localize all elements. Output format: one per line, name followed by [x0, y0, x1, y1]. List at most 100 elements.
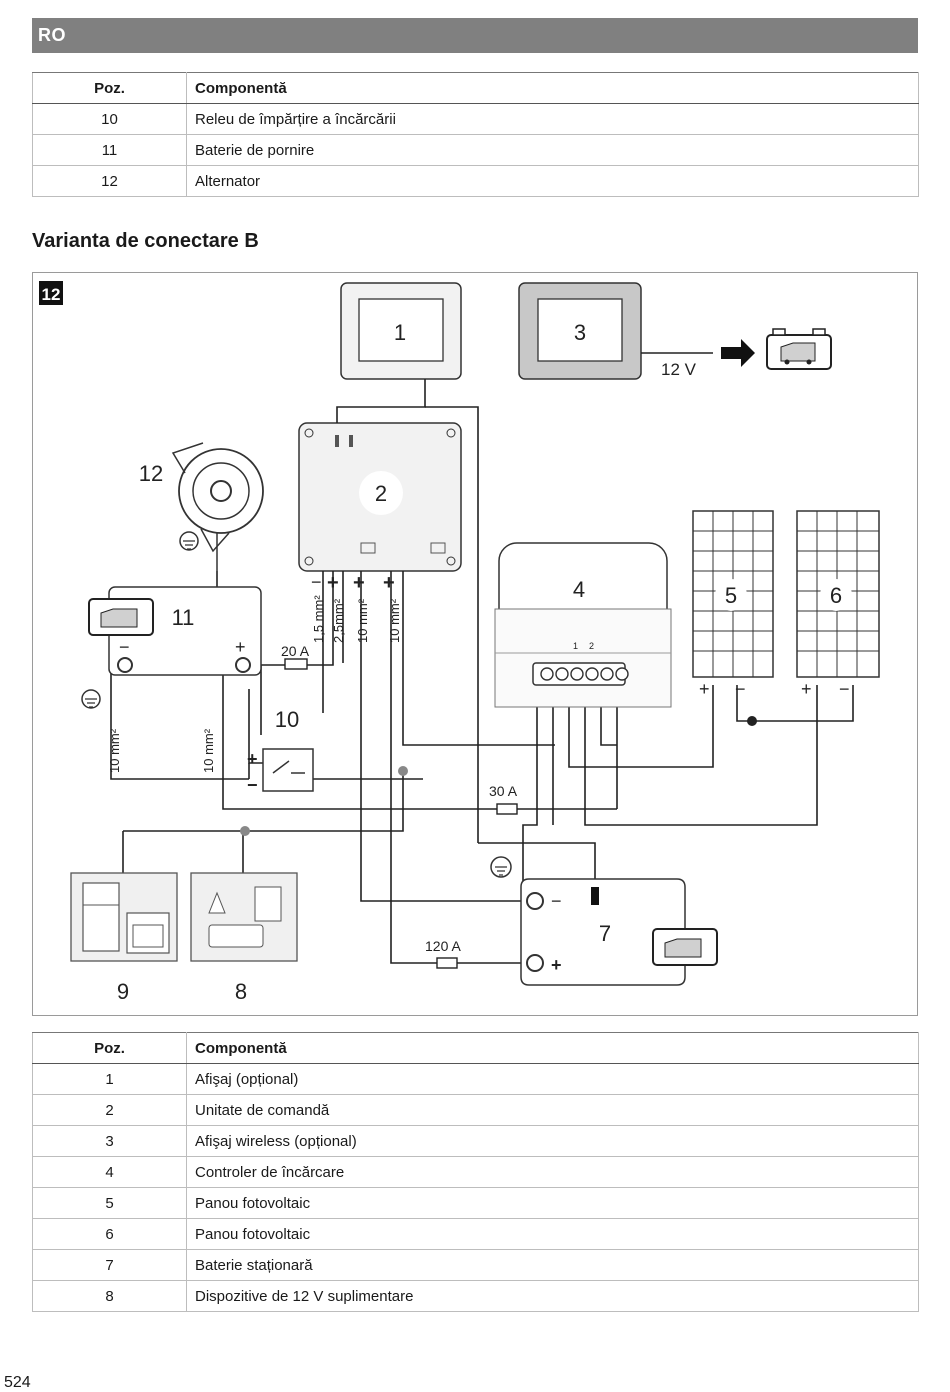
table-row: 7 Baterie staționară: [32, 1249, 919, 1281]
table-cell-pos: 6: [32, 1218, 187, 1250]
terminal-minus: −: [311, 572, 322, 592]
junction-dot: [240, 826, 250, 836]
leisure-battery-7-icon: [490, 856, 718, 986]
table-cell-pos: 5: [32, 1187, 187, 1219]
table-row: 3 Afişaj wireless (opțional): [32, 1125, 919, 1157]
label-component-12: 12: [139, 461, 163, 486]
wire-label-10-c: 10 mm²: [107, 728, 122, 773]
controller-terminal-1: 1: [573, 641, 578, 651]
battery-plus: +: [235, 637, 246, 657]
label-component-5: 5: [725, 583, 737, 608]
table-row: 6 Panou fotovoltaic: [32, 1218, 919, 1250]
label-component-10: 10: [275, 707, 299, 732]
table-cell-pos: 3: [32, 1125, 187, 1157]
component-table-bottom: Poz. Componentă 1 Afişaj (opțional) 2 Un…: [32, 1032, 919, 1312]
fuse-label-20a: 20 A: [281, 643, 310, 659]
control-unit-2-icon: [298, 422, 462, 572]
wire-label-10-a: 10 mm²: [355, 598, 370, 643]
fuse-icon: [284, 658, 308, 670]
wiring-diagram-svg: 12 1 3 12 V 2: [39, 281, 880, 1004]
battery-minus: −: [119, 637, 130, 657]
panel5-minus: −: [735, 679, 746, 699]
terminal-plus: +: [383, 572, 395, 594]
column-header-pos: Poz.: [32, 72, 187, 104]
label-component-11: 11: [172, 605, 195, 630]
terminal-plus: +: [327, 572, 339, 594]
table-cell-component: Baterie staționară: [186, 1249, 919, 1281]
table-row: 5 Panou fotovoltaic: [32, 1187, 919, 1219]
extra-12v-devices-8-icon: [190, 872, 298, 962]
wireless-display-3-icon: [518, 282, 642, 380]
table-cell-component: Baterie de pornire: [186, 134, 919, 166]
label-component-6: 6: [830, 583, 842, 608]
table-row: 1 Afişaj (opțional): [32, 1063, 919, 1095]
column-header-component: Componentă: [186, 72, 919, 104]
table-cell-component: Panou fotovoltaic: [186, 1187, 919, 1219]
table-header-row: Poz. Componentă: [32, 72, 919, 104]
solar-panel-5-icon: [692, 510, 774, 678]
terminal-plus: +: [353, 572, 365, 594]
table-cell-component: Panou fotovoltaic: [186, 1218, 919, 1250]
wire-label-2-5: 2,5mm²: [331, 598, 346, 643]
column-header-pos: Poz.: [32, 1032, 187, 1064]
table-row: 12 Alternator: [32, 165, 919, 197]
table-cell-component: Afişaj wireless (opțional): [186, 1125, 919, 1157]
relay-plus: +: [247, 749, 258, 769]
label-component-3: 3: [574, 320, 586, 345]
label-component-4: 4: [573, 577, 585, 602]
starter-battery-11-icon: [81, 586, 262, 709]
table-row: 4 Controler de încărcare: [32, 1156, 919, 1188]
panel5-plus: +: [699, 679, 710, 699]
table-cell-component: Dispozitive de 12 V suplimentare: [186, 1280, 919, 1312]
page-number: 524: [4, 1374, 31, 1391]
table-row: 11 Baterie de pornire: [32, 134, 919, 166]
table-cell-pos: 8: [32, 1280, 187, 1312]
wire-label-10-b: 10 mm²: [387, 598, 402, 643]
table-cell-pos: 12: [32, 165, 187, 197]
label-component-2: 2: [375, 481, 387, 506]
table-cell-pos: 1: [32, 1063, 187, 1095]
solar-panel-6-icon: [796, 510, 880, 678]
panel6-plus: +: [801, 679, 812, 699]
panel6-minus: −: [839, 679, 850, 699]
table-cell-component: Controler de încărcare: [186, 1156, 919, 1188]
table-header-row: Poz. Componentă: [32, 1032, 919, 1064]
column-header-component: Componentă: [186, 1032, 919, 1064]
language-header-bar: RO: [32, 18, 918, 53]
table-cell-component: Releu de împărțire a încărcării: [186, 103, 919, 135]
label-component-8: 8: [235, 979, 247, 1004]
wiring-diagram: 12 1 3 12 V 2: [32, 272, 918, 1016]
fuse-label-30a: 30 A: [489, 783, 518, 799]
controller-terminal-2: 2: [589, 641, 594, 651]
table-cell-pos: 11: [32, 134, 187, 166]
label-component-1: 1: [394, 320, 406, 345]
arrow-right-icon: [721, 339, 755, 367]
table-row: 10 Releu de împărțire a încărcării: [32, 103, 919, 135]
label-12v: 12 V: [661, 360, 697, 379]
charge-controller-4-icon: [494, 542, 672, 708]
junction-dot: [398, 766, 408, 776]
table-row: 2 Unitate de comandă: [32, 1094, 919, 1126]
appliances-9-icon: [70, 872, 178, 962]
component-table-top: Poz. Componentă 10 Releu de împărțire a …: [32, 72, 919, 197]
wires: [110, 379, 854, 964]
battery7-minus: −: [551, 891, 562, 911]
figure-number-badge: [39, 281, 63, 305]
alternator-12-icon: [171, 442, 264, 571]
junction-dot: [747, 716, 757, 726]
battery7-plus: +: [551, 955, 562, 975]
label-component-7: 7: [599, 921, 611, 946]
section-title: Varianta de conectare B: [32, 230, 259, 252]
wire-label-10-d: 10 mm²: [201, 728, 216, 773]
table-cell-pos: 10: [32, 103, 187, 135]
fuse-icon: [496, 803, 518, 815]
table-cell-component: Afişaj (opțional): [186, 1063, 919, 1095]
table-row: 8 Dispozitive de 12 V suplimentare: [32, 1280, 919, 1312]
table-cell-pos: 4: [32, 1156, 187, 1188]
table-cell-component: Alternator: [186, 165, 919, 197]
camper-battery-icon: [766, 328, 832, 370]
table-cell-pos: 2: [32, 1094, 187, 1126]
relay-minus: −: [247, 775, 258, 795]
table-cell-component: Unitate de comandă: [186, 1094, 919, 1126]
figure-number: 12: [42, 285, 61, 304]
